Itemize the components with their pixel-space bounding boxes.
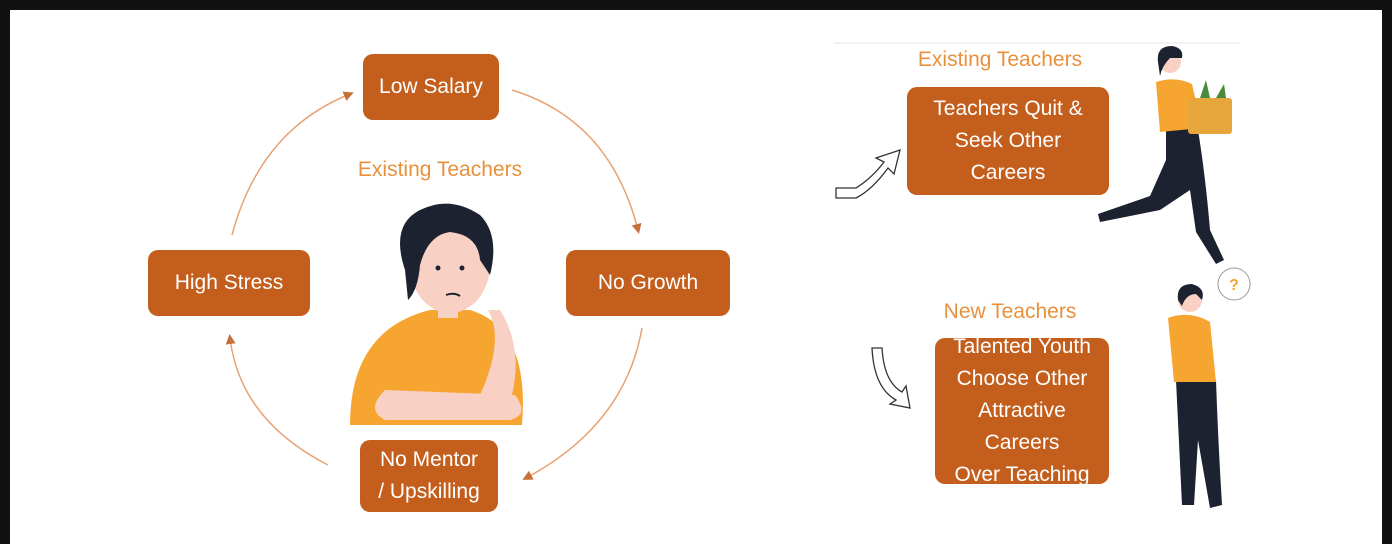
arrow-to-quit xyxy=(835,149,901,199)
node-high-stress: High Stress xyxy=(148,250,310,316)
outcome-quit-line3: Careers xyxy=(970,161,1046,184)
node-no-mentor: No Mentor / Upskilling xyxy=(360,440,498,512)
node-low-salary: Low Salary xyxy=(363,54,499,120)
outcome-quit-line2: Seek Other xyxy=(954,129,1062,152)
arrow-stress-to-salary xyxy=(231,91,354,236)
outcome-youth-line3: Attractive Careers xyxy=(978,399,1066,454)
question-mark-icon: ? xyxy=(1229,277,1239,294)
diagram-frame: ? Low Salary No Growth No Mentor / Upski… xyxy=(10,10,1382,544)
person-leaving-with-box-illustration xyxy=(1098,46,1232,264)
arrow-salary-to-growth xyxy=(511,89,642,234)
node-no-growth-label: No Growth xyxy=(597,271,699,294)
node-no-mentor-line2: / Upskilling xyxy=(378,480,480,503)
outcome-youth-line2: Choose Other xyxy=(956,367,1088,390)
outcome-quit-line1: Teachers Quit & xyxy=(933,97,1083,120)
node-no-mentor-line1: No Mentor xyxy=(379,448,479,471)
arrow-growth-to-mentor xyxy=(522,327,643,480)
node-low-salary-label: Low Salary xyxy=(379,75,483,98)
node-no-growth: No Growth xyxy=(566,250,730,316)
thinking-person-illustration xyxy=(350,203,523,425)
outcome-teachers-quit: Teachers Quit & Seek Other Careers xyxy=(907,87,1109,195)
existing-teachers-heading: Existing Teachers xyxy=(917,48,1083,71)
diagram-canvas: ? xyxy=(225,42,1251,508)
cycle-center-label: Existing Teachers xyxy=(357,158,523,181)
outcome-youth-line4: Over Teaching xyxy=(954,463,1090,486)
outcome-youth-line1: Talented Youth xyxy=(953,335,1091,358)
arrow-to-youth xyxy=(871,347,911,409)
outcome-talented-youth: Talented Youth Choose Other Attractive C… xyxy=(935,335,1109,486)
node-high-stress-label: High Stress xyxy=(174,271,284,294)
new-teachers-heading: New Teachers xyxy=(943,300,1077,323)
person-thinking-question-illustration: ? xyxy=(1168,267,1251,508)
arrow-mentor-to-stress xyxy=(225,334,329,466)
